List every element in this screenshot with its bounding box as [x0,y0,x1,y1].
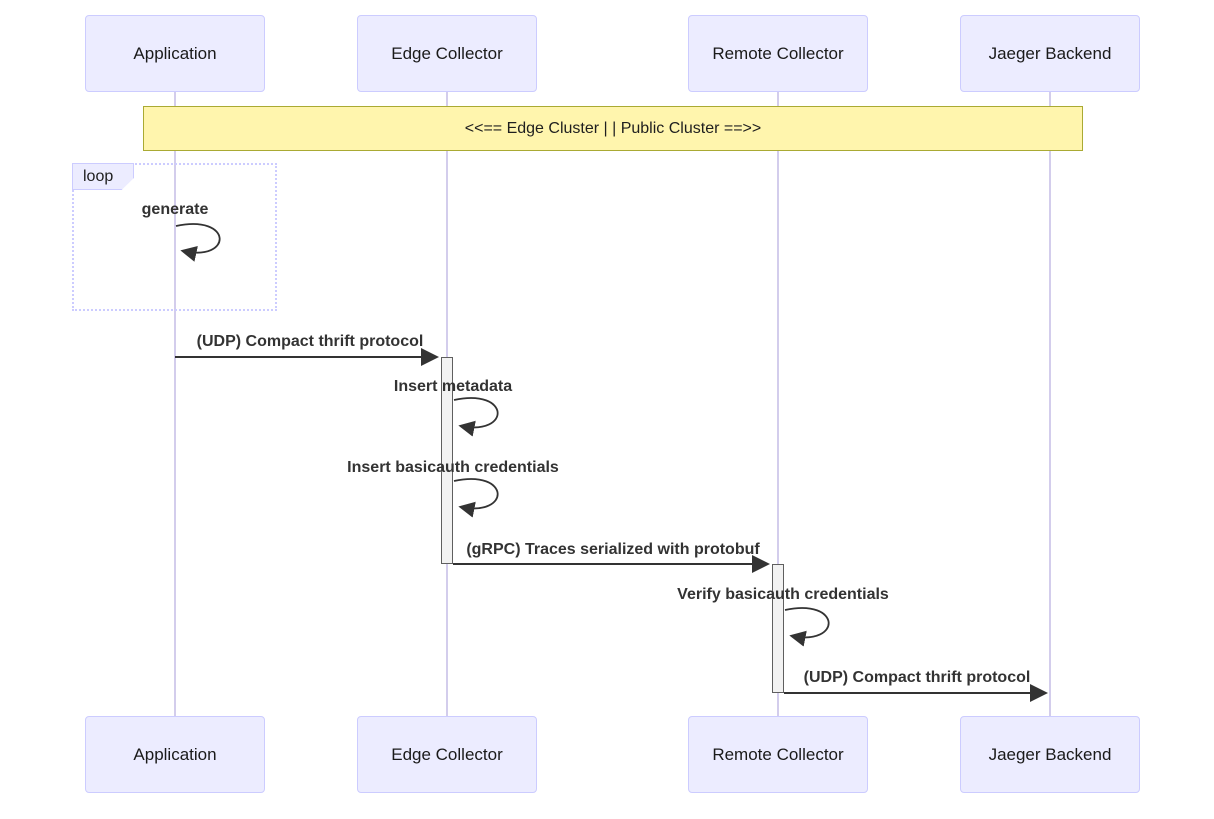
lifeline-jaeger-backend [1049,92,1051,716]
activation-bar-edge-collector [441,357,453,564]
message-label-verify-basicauth: Verify basicauth credentials [677,586,889,603]
message-label-insert-basicauth: Insert basicauth credentials [347,459,559,476]
actor-jaeger-backend-bottom: Jaeger Backend [960,716,1140,793]
loop-label-tab: loop [72,163,134,190]
actor-remote-collector-bottom: Remote Collector [688,716,868,793]
message-label-udp-thrift-1: (UDP) Compact thrift protocol [196,333,424,350]
actor-label: Jaeger Backend [988,744,1112,764]
cluster-note-label: <<== Edge Cluster | | Public Cluster ==>… [464,119,762,137]
self-message-arc-insert-metadata [453,397,499,437]
message-label-generate: generate [141,201,209,218]
actor-edge-collector-top: Edge Collector [357,15,537,92]
actor-label: Application [133,43,217,63]
message-label-udp-thrift-2: (UDP) Compact thrift protocol [803,669,1031,686]
actor-jaeger-backend-top: Jaeger Backend [960,15,1140,92]
actor-label: Edge Collector [391,43,503,63]
self-message-arc-verify-basicauth [784,607,830,647]
actor-label: Application [133,744,217,764]
lifeline-application [174,92,176,716]
actor-label: Jaeger Backend [988,43,1112,63]
actor-label: Remote Collector [712,744,844,764]
cluster-note: <<== Edge Cluster | | Public Cluster ==>… [143,106,1083,151]
lifeline-remote-collector [777,92,779,716]
self-message-arc-insert-basicauth [453,478,499,518]
actor-remote-collector-top: Remote Collector [688,15,868,92]
actor-edge-collector-bottom: Edge Collector [357,716,537,793]
actor-label: Remote Collector [712,43,844,63]
message-label-grpc-protobuf: (gRPC) Traces serialized with protobuf [466,541,760,558]
message-label-insert-metadata: Insert metadata [393,378,513,395]
activation-bar-remote-collector [772,564,784,693]
actor-application-bottom: Application [85,716,265,793]
actor-application-top: Application [85,15,265,92]
loop-frame [72,163,277,311]
actor-label: Edge Collector [391,744,503,764]
loop-label: loop [83,167,114,185]
